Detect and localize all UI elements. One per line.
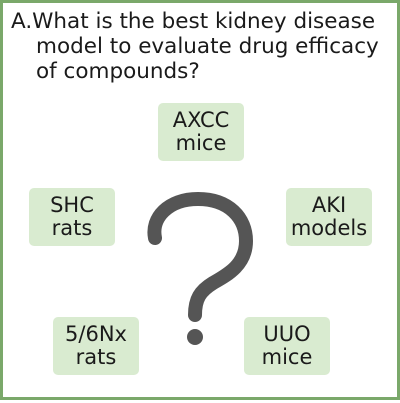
model-box-aki-models: AKI models [286,188,372,246]
model-species: mice [175,131,227,155]
model-box-axcc-mice: AXCC mice [158,103,244,161]
question-mark-hook [147,192,253,322]
model-name: SHC [50,193,94,217]
question-line-3: of compounds? [36,59,200,84]
model-name: 5/6Nx [65,322,127,346]
question-mark-dot [187,329,203,345]
model-name: UUO [263,322,311,346]
model-name: AXCC [172,108,230,132]
model-species: models [290,216,368,240]
model-species: rats [51,216,93,240]
question-heading: A.What is the best kidney disease model … [11,9,395,84]
model-name: AKI [311,193,347,217]
model-species: rats [75,345,117,369]
model-species: mice [261,345,313,369]
question-line-2: model to evaluate drug efficacy [36,34,379,59]
model-box-5-6nx-rats: 5/6Nx rats [53,317,139,375]
model-box-uuo-mice: UUO mice [244,317,330,375]
model-box-shc-rats: SHC rats [29,188,115,246]
question-line-1: A.What is the best kidney disease [11,9,376,34]
